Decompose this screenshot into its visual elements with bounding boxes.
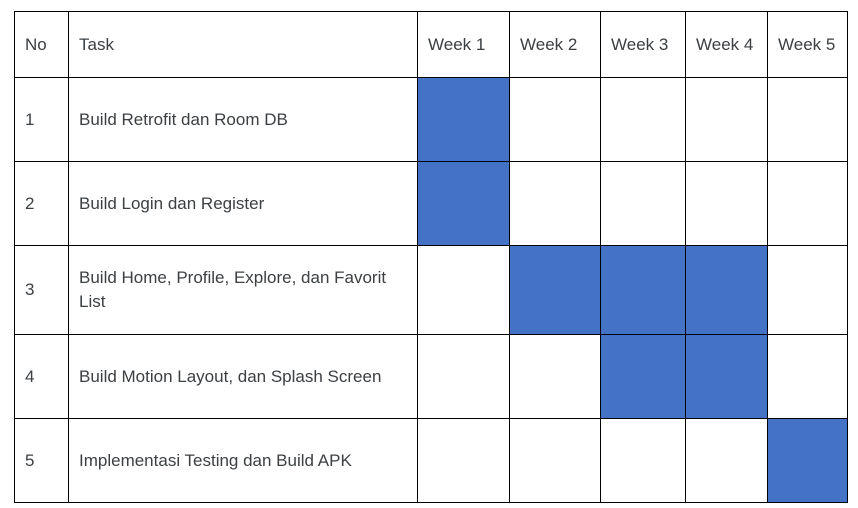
table-row: 2 Build Login dan Register: [14, 161, 848, 246]
task-name: Build Home, Profile, Explore, dan Favori…: [68, 245, 418, 335]
week-cell: [417, 245, 510, 335]
task-name: Build Retrofit dan Room DB: [68, 77, 418, 162]
week-cell: [767, 245, 848, 335]
row-number: 1: [14, 77, 69, 162]
week-cell-scheduled: [509, 245, 601, 335]
week-cell: [767, 161, 848, 246]
week-cell: [600, 161, 686, 246]
table-row: 1 Build Retrofit dan Room DB: [14, 77, 848, 162]
task-name: Build Motion Layout, dan Splash Screen: [68, 334, 418, 419]
week-cell: [767, 334, 848, 419]
header-row: No Task Week 1 Week 2 Week 3 Week 4 Week…: [14, 11, 848, 78]
week-cell-scheduled: [417, 161, 510, 246]
row-number: 3: [14, 245, 69, 335]
header-no: No: [14, 11, 69, 78]
row-number: 4: [14, 334, 69, 419]
week-cell: [685, 418, 768, 503]
week-cell: [600, 77, 686, 162]
table-row: 4 Build Motion Layout, dan Splash Screen: [14, 334, 848, 419]
week-cell: [509, 418, 601, 503]
week-cell: [767, 77, 848, 162]
week-cell: [417, 334, 510, 419]
week-cell: [685, 77, 768, 162]
table-row: 5 Implementasi Testing dan Build APK: [14, 418, 848, 503]
header-task: Task: [68, 11, 418, 78]
week-cell-scheduled: [685, 334, 768, 419]
week-cell-scheduled: [767, 418, 848, 503]
gantt-schedule-table: No Task Week 1 Week 2 Week 3 Week 4 Week…: [14, 11, 848, 503]
week-cell: [509, 77, 601, 162]
week-cell-scheduled: [417, 77, 510, 162]
week-cell: [417, 418, 510, 503]
table-row: 3 Build Home, Profile, Explore, dan Favo…: [14, 245, 848, 335]
header-week-5: Week 5: [767, 11, 848, 78]
week-cell: [685, 161, 768, 246]
week-cell-scheduled: [600, 334, 686, 419]
header-week-4: Week 4: [685, 11, 768, 78]
row-number: 5: [14, 418, 69, 503]
row-number: 2: [14, 161, 69, 246]
week-cell: [509, 334, 601, 419]
week-cell: [509, 161, 601, 246]
header-week-1: Week 1: [417, 11, 510, 78]
task-name: Implementasi Testing dan Build APK: [68, 418, 418, 503]
task-name: Build Login dan Register: [68, 161, 418, 246]
week-cell-scheduled: [685, 245, 768, 335]
week-cell: [600, 418, 686, 503]
week-cell-scheduled: [600, 245, 686, 335]
header-week-3: Week 3: [600, 11, 686, 78]
header-week-2: Week 2: [509, 11, 601, 78]
